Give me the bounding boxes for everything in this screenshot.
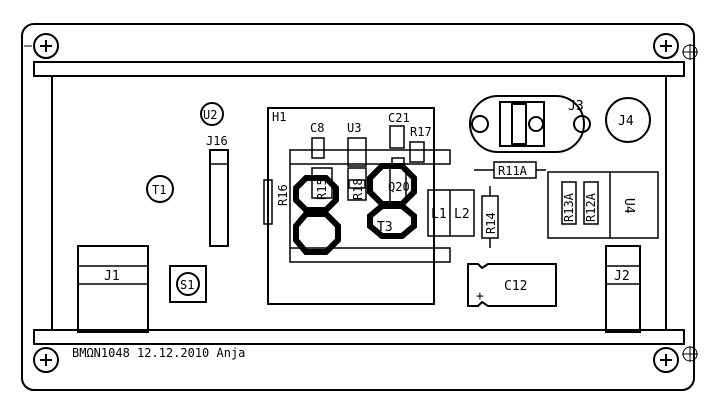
- top-rail: [33, 61, 685, 77]
- label-r13a: R13A: [562, 192, 576, 222]
- mounting-hole-top-left-icon: [24, 33, 59, 59]
- label-c12-plus: +: [476, 289, 484, 304]
- pad-small-u3: [348, 179, 366, 189]
- bottom-rail: [33, 329, 685, 345]
- r17-body: [409, 141, 425, 163]
- s1-button: [176, 272, 200, 296]
- module-h1: [267, 107, 435, 305]
- resistor-array-frame: [547, 171, 659, 239]
- label-t3: T3: [377, 220, 393, 235]
- pad-octagon-4: [367, 203, 417, 239]
- c8-body: [311, 137, 325, 159]
- j3-right-hole: [573, 115, 591, 133]
- r18-body: [347, 167, 367, 201]
- label-s1: S1: [180, 278, 194, 292]
- label-r16: R16: [276, 184, 290, 206]
- j3-slot: [511, 103, 527, 145]
- label-r14: R14: [484, 212, 498, 234]
- j3-left-hole: [471, 115, 489, 133]
- j3-connector: [469, 95, 585, 153]
- label-c12: C12: [504, 279, 527, 294]
- j3-inner-frame: [499, 101, 545, 147]
- label-h1: H1: [272, 110, 286, 124]
- label-u4: U4: [621, 198, 636, 214]
- label-r15: R15: [315, 178, 329, 200]
- mounting-hole-bottom-right-icon: [653, 346, 698, 373]
- label-u3: U3: [347, 121, 361, 135]
- mounting-hole-top-right-icon: [653, 33, 698, 60]
- label-q20: Q20: [388, 180, 410, 194]
- label-j2: J2: [614, 269, 630, 284]
- j3-pin: [528, 116, 544, 132]
- label-l2: L2: [454, 207, 470, 222]
- r13a-body: [561, 181, 577, 225]
- enclosure-outline: [21, 23, 695, 391]
- label-c8: C8: [310, 121, 324, 135]
- r16-tab: [263, 179, 273, 225]
- label-j16: J16: [206, 134, 228, 148]
- footer-text: BMΩN1048 12.12.2010 Anja: [72, 346, 245, 360]
- heatsink-bottom: [289, 247, 451, 263]
- label-c21: C21: [388, 111, 410, 125]
- label-r17: R17: [410, 125, 432, 139]
- label-r18: R18: [351, 178, 365, 200]
- label-j1: J1: [104, 269, 120, 284]
- mounting-hole-bottom-left-icon: [33, 347, 59, 373]
- j4-connector: [605, 97, 651, 143]
- label-u2: U2: [203, 108, 217, 122]
- label-l1: L1: [431, 207, 447, 222]
- pad-small-q20: [391, 157, 405, 167]
- j16-body: [209, 149, 229, 247]
- heatsink-top: [289, 149, 451, 165]
- u2-body: [200, 102, 224, 126]
- label-j4: J4: [618, 114, 634, 129]
- s1-body: [169, 265, 207, 303]
- u3-body: [347, 137, 367, 167]
- j2-body: [605, 245, 641, 333]
- c21-body: [389, 125, 405, 149]
- j1-body: [77, 245, 149, 333]
- label-j3: J3: [568, 99, 584, 114]
- label-t1: T1: [152, 183, 166, 197]
- pad-octagon-1: [293, 175, 339, 213]
- pad-octagon-2: [293, 211, 341, 255]
- t1-body: [146, 175, 174, 203]
- label-r12a: R12A: [584, 192, 598, 222]
- label-r11a: R11A: [498, 164, 528, 178]
- l1-l2-block: [427, 189, 475, 237]
- c12-body: [467, 263, 557, 307]
- r12a-body: [583, 181, 599, 225]
